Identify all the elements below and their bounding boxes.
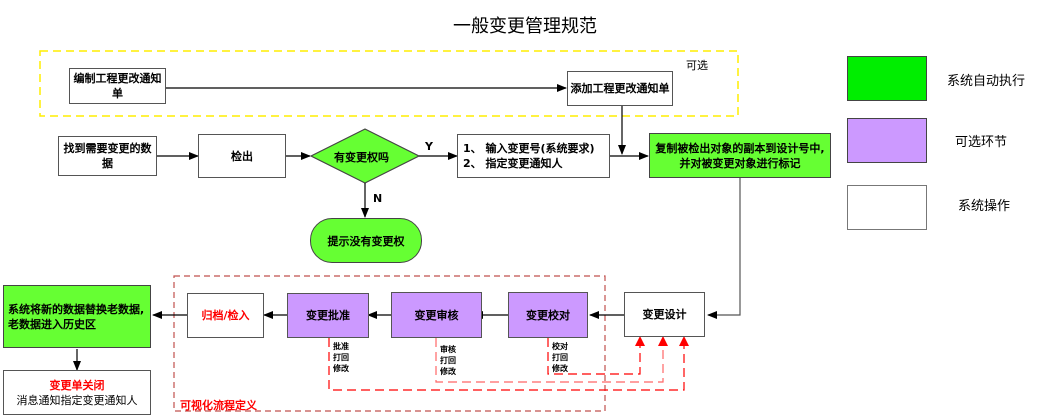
legend-label-system: 系统操作	[958, 199, 1011, 214]
proofread-actions: 校对 打回 修改	[552, 341, 568, 374]
feedback-proofread	[547, 336, 645, 375]
node-close-notice: 变更单关闭 消息通知指定变更通知人	[3, 370, 151, 415]
node-change-design: 变更设计	[624, 292, 705, 337]
node-no-permission: 提示没有变更权	[310, 218, 422, 263]
optional-region-label: 可选	[686, 59, 708, 72]
no-label: N	[373, 192, 383, 205]
node-change-review: 变更审核	[391, 292, 482, 338]
input-step-2: 2、 指定变更通知人	[463, 157, 563, 170]
review-actions: 审核 打回 修改	[440, 344, 456, 377]
node-input-steps: 1、 输入变更号(系统要求) 2、 指定变更通知人	[457, 134, 610, 178]
legend-swatch-system	[847, 185, 927, 230]
feedback-review	[435, 336, 668, 383]
close-title: 变更单关闭	[49, 378, 105, 392]
feedback-approve	[328, 336, 689, 391]
node-copy-mark: 复制被检出对象的副本到设计号中,并对被变更对象进行标记	[649, 133, 831, 178]
close-desc: 消息通知指定变更通知人	[16, 393, 138, 407]
diagram-title: 一般变更管理规范	[453, 16, 597, 37]
node-compile-notice: 编制工程更改通知单	[69, 68, 166, 104]
action-modify: 修改	[333, 364, 349, 373]
legend-label-optional: 可选环节	[955, 135, 1008, 150]
workflow-region-label: 可视化流程定义	[180, 399, 257, 412]
node-find-data: 找到需要变更的数据	[58, 136, 157, 176]
node-change-approve: 变更批准	[287, 293, 369, 338]
approve-actions: 批准 打回 修改	[333, 341, 349, 374]
action-reject: 打回	[552, 353, 568, 362]
action-proofread: 校对	[552, 342, 568, 351]
node-archive-checkin: 归档/检入	[187, 293, 264, 338]
action-reject: 打回	[333, 353, 349, 362]
legend-swatch-auto	[847, 56, 927, 101]
arrow-copy-to-design	[707, 178, 741, 319]
optional-region-border	[39, 50, 739, 117]
action-reject: 打回	[440, 356, 456, 365]
yes-label: Y	[425, 140, 433, 153]
input-step-1: 1、 输入变更号(系统要求)	[463, 142, 595, 155]
action-modify: 修改	[552, 364, 568, 373]
node-add-notice: 添加工程更改通知单	[567, 71, 673, 106]
action-modify: 修改	[440, 367, 456, 376]
node-checkout: 检出	[198, 134, 286, 178]
node-replace-data: 系统将新的数据替换老数据,老数据进入历史区	[3, 285, 151, 348]
workflow-region-border	[173, 275, 606, 412]
action-review: 审核	[440, 345, 456, 354]
decision-label: 有变更权吗	[334, 151, 389, 164]
legend-swatch-optional	[847, 118, 927, 163]
action-approve: 批准	[333, 342, 349, 351]
node-change-proofread: 变更校对	[508, 292, 588, 338]
legend-label-auto: 系统自动执行	[947, 74, 1026, 89]
